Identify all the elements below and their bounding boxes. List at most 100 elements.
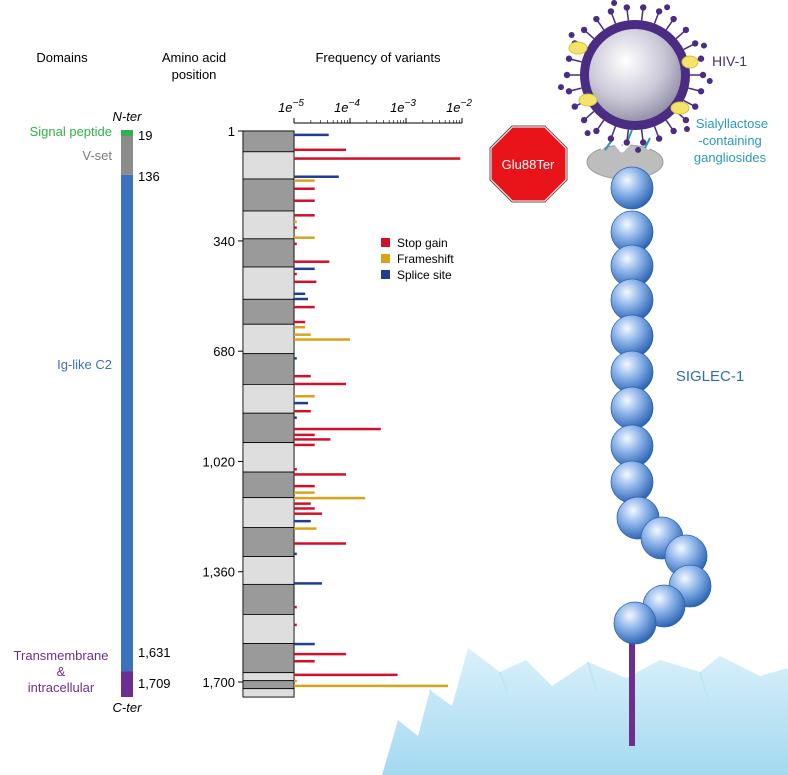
- sialic-acid-dot: [584, 130, 591, 137]
- siglec-label: SIGLEC-1: [676, 368, 744, 385]
- variant-bar: [294, 133, 329, 137]
- exon-block: [242, 672, 295, 682]
- hiv-virion: [557, 0, 713, 153]
- variant-bar: [294, 236, 315, 239]
- variant-bar: [294, 260, 330, 263]
- domain-bar: N-ter C-ter Signal peptide V-set Ig-like…: [14, 109, 171, 715]
- exon-block: [242, 471, 295, 499]
- legend-swatch-splice-site: [381, 270, 390, 279]
- variant-bar: [294, 684, 448, 688]
- variant-bar: [294, 527, 317, 530]
- boundary-tick-1709: 1,709: [138, 676, 171, 691]
- variant-bar: [294, 395, 315, 398]
- virus-core: [589, 29, 681, 121]
- sialic-acid-dot: [623, 4, 631, 11]
- exon-block: [242, 151, 295, 180]
- variant-bar: [294, 357, 297, 360]
- sialic-acid-dot: [639, 139, 647, 146]
- ig-domain-bead: [610, 386, 654, 430]
- variant-bar: [294, 642, 315, 646]
- sialic-acid-dot: [580, 26, 588, 34]
- variant-bar: [294, 512, 322, 515]
- sialic-acid-dot: [655, 8, 663, 15]
- exon-block: [242, 497, 295, 528]
- frequency-tick-label: 1e−5: [278, 98, 304, 115]
- ig-domain-bead: [610, 166, 654, 210]
- virus-glycoprotein-spikes: [557, 0, 713, 153]
- variant-bar: [294, 507, 315, 510]
- variant-bar: [294, 325, 306, 329]
- variant-bar: [294, 409, 311, 413]
- sialic-acid-dot: [607, 135, 615, 142]
- sialic-acid-dot: [563, 71, 571, 79]
- variant-bars: [294, 133, 461, 688]
- variant-bar: [294, 338, 350, 341]
- sialic-acid-dot: [664, 4, 671, 11]
- variant-bar: [294, 272, 297, 276]
- exon-block: [242, 210, 295, 240]
- sialic-acid-dot: [670, 15, 677, 23]
- exon-block: [242, 130, 295, 153]
- sialic-acid-dot: [635, 146, 642, 153]
- sialic-acid-dot: [699, 71, 707, 79]
- position-tick-label: 1,700: [202, 675, 235, 690]
- variant-bar: [294, 401, 308, 405]
- sialic-acid-dot: [682, 116, 690, 124]
- exon-block: [242, 266, 295, 300]
- sialic-acid-dot: [565, 55, 573, 62]
- frequency-tick-label: 1e−4: [334, 98, 360, 115]
- frequency-axis: 1e−5 1e−4 1e−3 1e−2: [278, 98, 472, 124]
- variant-bar: [294, 552, 297, 556]
- variant-bar: [294, 157, 461, 160]
- variant-bar: [294, 484, 315, 488]
- v-set-label: V-set: [82, 148, 112, 163]
- variant-bar: [294, 333, 311, 336]
- sialic-acid-dot: [692, 40, 699, 47]
- exon-block: [242, 353, 295, 385]
- variant-bar: [294, 438, 331, 441]
- position-tick-label: 1,360: [202, 565, 235, 580]
- variant-bar: [294, 659, 315, 663]
- ganglioside-label-line3: gangliosides: [694, 150, 767, 165]
- exon-block: [242, 688, 295, 698]
- domain-segment-ig-like-c2: [121, 174, 133, 672]
- signal-peptide-label: Signal peptide: [30, 124, 112, 139]
- variant-bar: [294, 673, 398, 677]
- variant-bar: [294, 468, 297, 471]
- position-header-line2: position: [172, 67, 217, 82]
- legend-swatch-frameshift: [381, 254, 390, 263]
- sialic-acid-dot: [700, 42, 707, 49]
- exon-block: [242, 614, 295, 644]
- variant-bar: [294, 220, 297, 224]
- exon-column: [242, 130, 295, 698]
- transmembrane-label-line2: &: [57, 664, 66, 679]
- exon-block: [242, 384, 295, 414]
- sialic-acid-dot: [706, 77, 713, 84]
- siglec-illustration: HIV-1 Sialyllactose -containing ganglios…: [382, 0, 788, 775]
- stop-sign-text: Glu88Ter: [502, 157, 555, 172]
- sialic-acid-dot: [611, 0, 618, 6]
- sialic-acid-dot: [682, 26, 690, 34]
- transmembrane-stalk: [629, 640, 635, 746]
- sialic-acid-dot: [568, 31, 575, 38]
- stop-sign: Glu88Ter: [488, 124, 569, 204]
- variant-bar: [294, 280, 317, 284]
- c-ter-label: C-ter: [113, 700, 143, 715]
- exon-block: [242, 178, 295, 212]
- sialic-acid-dot: [697, 88, 705, 95]
- variant-bar: [294, 382, 347, 386]
- domain-segment-v-set: [121, 135, 133, 175]
- variant-bar: [294, 297, 308, 301]
- sialic-acid-dot: [580, 116, 588, 124]
- position-header-line1: Amino acid: [162, 50, 226, 65]
- variant-bar: [294, 679, 297, 683]
- sialic-acid-dot: [670, 127, 677, 135]
- frequency-tick-label: 1e−3: [390, 98, 416, 115]
- exon-block: [242, 643, 295, 674]
- frequency-tick-label: 1e−2: [446, 98, 472, 115]
- legend-label-splice-site: Splice site: [397, 268, 452, 282]
- sialic-acid-dot: [697, 55, 705, 62]
- frequency-header: Frequency of variants: [315, 50, 441, 65]
- sialic-acid-dot: [607, 8, 615, 15]
- exon-block: [242, 556, 295, 585]
